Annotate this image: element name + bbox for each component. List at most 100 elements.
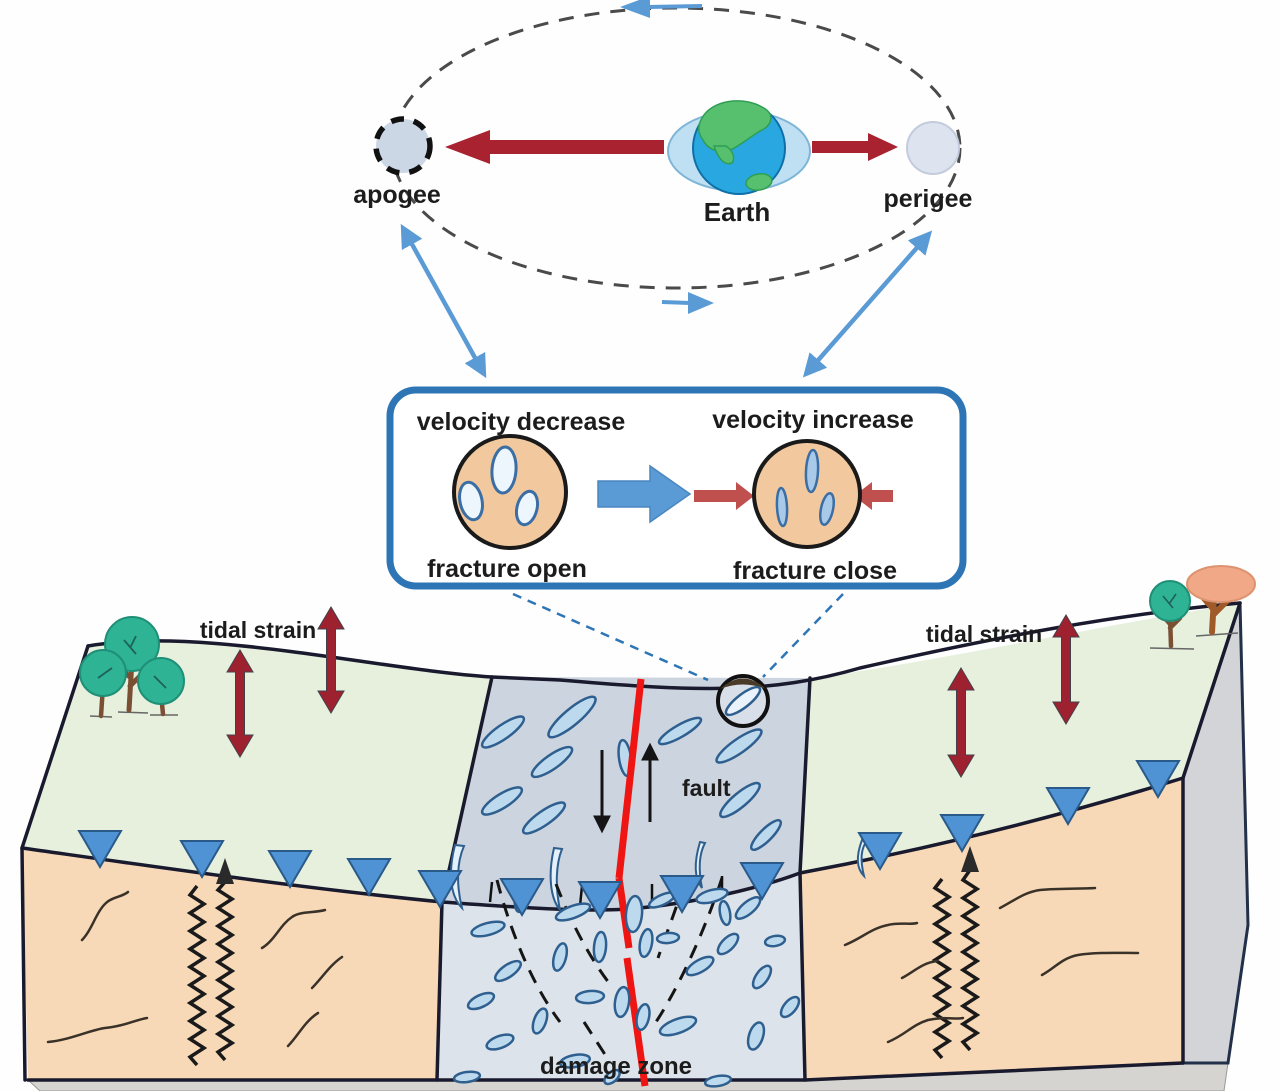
fracture-ellipse [716, 932, 740, 956]
seismic-wave-line [959, 868, 981, 1052]
water-table-marker [857, 832, 903, 871]
tidal-strain-left-label: tidal strain [200, 617, 316, 643]
tidal-strain-right-label: tidal strain [926, 621, 1042, 647]
fracture-ellipse [554, 902, 592, 922]
moon-perigee [906, 121, 960, 175]
crack-line [886, 1016, 965, 1044]
earth-land [712, 145, 735, 165]
tidal-strain-arrows [226, 606, 1080, 778]
zoom-connector-lines [512, 592, 844, 682]
tree-canopy [1149, 580, 1191, 622]
water-table-marker [939, 814, 985, 853]
fault-slip-arrows [593, 742, 659, 834]
fault-block [20, 565, 1256, 1091]
orbit-box-links [400, 223, 933, 379]
fracture-ellipse [718, 899, 732, 927]
water-table-marker [659, 875, 705, 914]
tidal-arrow [1052, 614, 1080, 725]
orbit-arrow-left [620, 0, 650, 18]
sliver-fractures [450, 838, 869, 912]
open-fracture [458, 480, 484, 522]
velocity-box [386, 386, 967, 590]
apogee-label: apogee [353, 181, 441, 209]
water-table-marker [1135, 760, 1181, 799]
fracture-ellipse [635, 1002, 651, 1032]
crack-line [843, 921, 919, 947]
perigee-link-arrow [802, 230, 933, 378]
fracture-ellipse [638, 927, 654, 959]
fracture-ellipse [493, 959, 523, 983]
crack-line [900, 959, 939, 980]
fractures-front-face [452, 878, 801, 1088]
water-table-marker [267, 850, 313, 889]
seismic-wave-line [214, 880, 236, 1062]
crack-line [1040, 951, 1140, 977]
fracture-ellipse [531, 1007, 549, 1035]
sliver-fracture [549, 846, 564, 911]
fracture-ellipse [779, 995, 801, 1019]
fracture-ellipse [603, 1068, 621, 1086]
trees-right [1149, 565, 1256, 650]
transition-arrow [597, 464, 692, 524]
tidal-arrow [317, 606, 345, 714]
fracture-ellipse [734, 896, 762, 920]
fractures-top-band [480, 695, 783, 852]
fracture-ellipse [521, 801, 567, 835]
trees-left [79, 616, 185, 719]
fracture-ellipse [574, 989, 606, 1005]
fracture-ellipse [655, 931, 681, 945]
damage-zone-front [437, 873, 805, 1080]
pull-arrow-apogee [445, 130, 664, 164]
crack-lines [46, 886, 1140, 1048]
water-table-marker [499, 878, 545, 917]
fracture-ellipse [751, 964, 773, 990]
fracture-close-label: fracture close [733, 557, 897, 585]
water-table-marker [1045, 787, 1091, 826]
host-rock-front-right [800, 778, 1183, 1080]
magnified-fracture [724, 685, 762, 717]
fracture-open-label: fracture open [427, 555, 587, 583]
orbit-arrow-right [688, 292, 714, 314]
fracture-ellipse [624, 894, 644, 934]
pull-arrow-perigee [812, 133, 898, 161]
water-table-markers [77, 760, 1181, 920]
closed-fracture [775, 486, 789, 528]
velocity-increase-label: velocity increase [712, 406, 914, 434]
fracture-ellipse [658, 1015, 698, 1037]
fracture-ellipse [452, 1070, 482, 1084]
sliver-fracture [856, 838, 869, 880]
fracture-ellipse [547, 695, 597, 739]
water-table-marker [577, 881, 623, 920]
magnifier-cap [720, 678, 766, 689]
earth-label: Earth [704, 197, 770, 227]
perigee-label: perigee [884, 185, 973, 213]
fracture-close-circle [752, 439, 862, 549]
moon-orbit-section [373, 0, 962, 379]
water-table-marker [739, 862, 785, 901]
water-table-marker [179, 840, 225, 879]
velocity-decrease-label: velocity decrease [417, 408, 626, 436]
fracture-ellipse [558, 1053, 592, 1069]
water-table-marker [417, 870, 463, 909]
crack-line [286, 1011, 320, 1048]
seismic-arrowhead [216, 858, 234, 884]
water-table-marker [346, 858, 392, 897]
crack-line [998, 886, 1097, 910]
fracture-ellipse [763, 934, 787, 948]
earth-land [745, 173, 773, 191]
seismic-waves-left [186, 858, 236, 1067]
crack-line [46, 1016, 149, 1044]
surface-green-right [800, 603, 1240, 873]
magnifier-circle [716, 674, 770, 728]
closed-fracture [804, 448, 820, 494]
fracture-ellipse [749, 818, 783, 852]
fracture-ellipse [530, 745, 574, 779]
fracture-ellipse [592, 930, 608, 964]
fracture-ellipse [685, 955, 715, 977]
seismic-arrowhead [961, 846, 979, 872]
tree-canopy-autumn [1186, 565, 1256, 603]
tidal-arrow [226, 649, 254, 758]
fracture-ellipse [480, 715, 526, 749]
fracture-ellipse [470, 920, 506, 938]
